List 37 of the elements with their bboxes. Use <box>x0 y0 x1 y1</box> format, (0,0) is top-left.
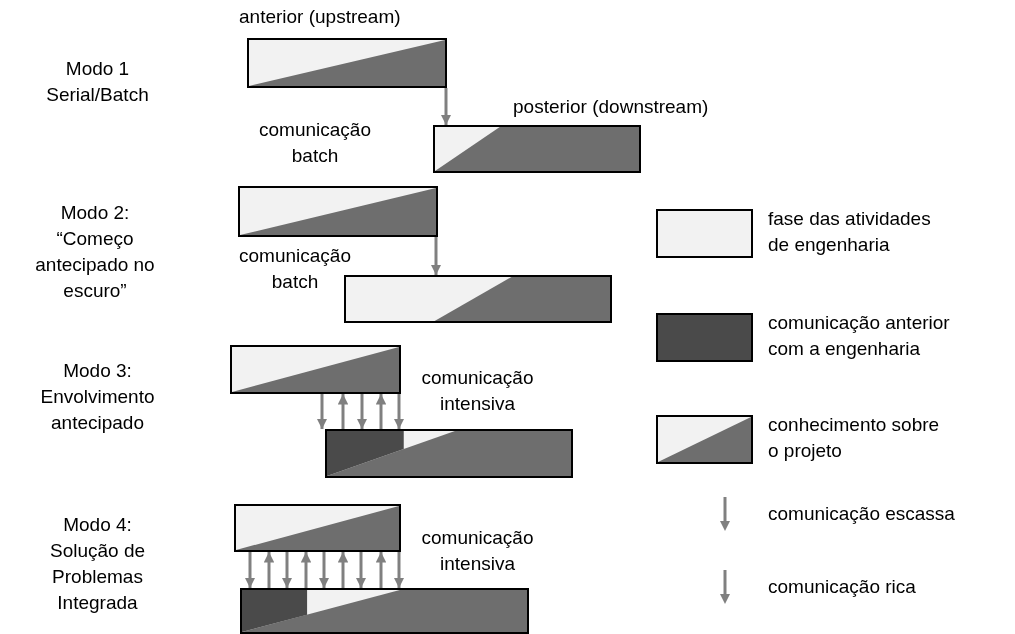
arrow <box>281 552 293 588</box>
legend-text: comunicação escassa <box>768 502 956 526</box>
legend-text: conhecimento sobre o projeto <box>768 413 941 463</box>
mode-label: Modo 3: Envolvimento antecipado <box>39 359 156 435</box>
arrow <box>440 88 452 125</box>
communication-label: comunicação batch <box>258 118 372 168</box>
arrow <box>393 552 405 588</box>
bar-heading: anterior (upstream) <box>239 5 402 29</box>
mode-label: Modo 4: Solução de Problemas Integrada <box>48 513 147 615</box>
arrow <box>263 552 275 588</box>
mode-label: Modo 1 Serial/Batch <box>45 57 150 107</box>
arrow <box>244 552 256 588</box>
phase-bar <box>325 429 573 478</box>
arrow <box>300 552 312 588</box>
legend-text: fase das atividades de engenharia <box>768 207 932 257</box>
phase-bar <box>238 186 438 237</box>
phase-bar <box>240 588 529 634</box>
communication-label: comunicação intensiva <box>420 366 535 416</box>
arrow <box>316 394 328 429</box>
phase-bar <box>234 504 401 552</box>
arrow <box>375 394 387 429</box>
phase-bar <box>230 345 401 394</box>
arrow <box>355 552 367 588</box>
phase-bar <box>344 275 612 323</box>
communication-label: comunicação intensiva <box>420 526 535 576</box>
arrow <box>337 552 349 588</box>
arrow <box>430 237 442 275</box>
arrow <box>375 552 387 588</box>
communication-label: comunicação batch <box>238 244 352 294</box>
arrow <box>356 394 368 429</box>
legend-text: comunicação anterior com a engenharia <box>768 311 951 361</box>
bar-heading: posterior (downstream) <box>513 95 710 119</box>
legend-text: comunicação rica <box>768 575 917 599</box>
arrow <box>393 394 405 429</box>
mode-label: Modo 2: “Começo antecipado no escuro” <box>35 201 155 303</box>
arrow <box>318 552 330 588</box>
arrow <box>337 394 349 429</box>
